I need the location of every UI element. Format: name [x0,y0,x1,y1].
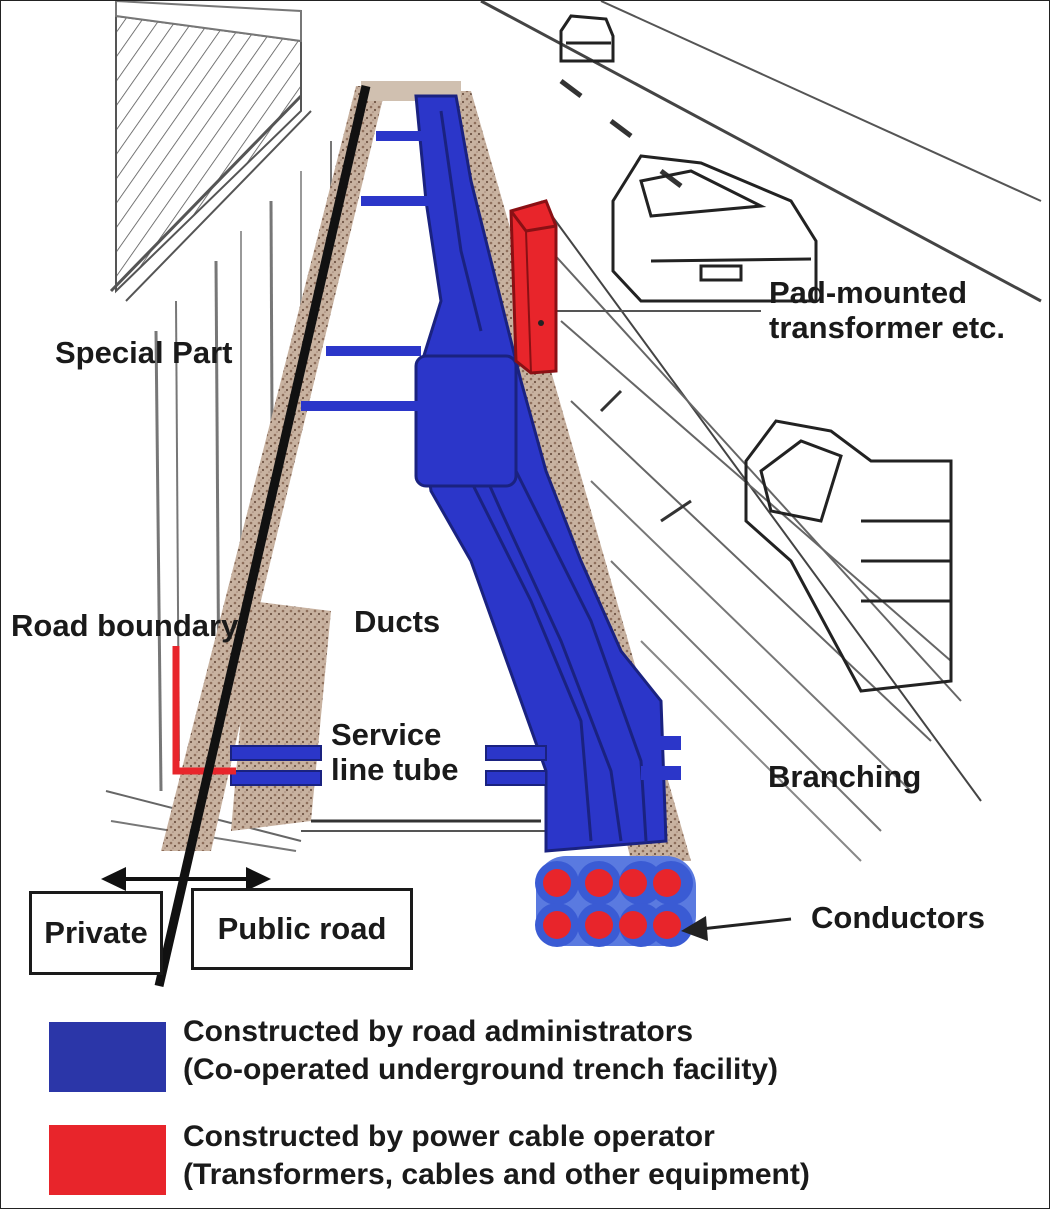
arrow-pointer-icon [681,916,792,941]
road-surface [480,1,1042,862]
box-private: Private [29,891,163,975]
label-ducts: Ducts [354,604,441,639]
car-icon [744,419,953,693]
legend-text-power-cable-operator: Constructed by power cable operator (Tra… [183,1120,810,1192]
legend-swatch-blue [49,1022,166,1092]
legend-swatch-red [49,1125,166,1195]
label-service-line-tube: Service line tube [331,717,459,788]
arrow-left-right-icon [101,867,271,891]
road-boundary-line [154,84,371,988]
label-road-boundary: Road boundary [11,608,239,643]
car-icon [611,154,818,303]
service-cable-red [172,646,236,775]
label-branching: Branching [768,759,922,794]
duct-bank [230,94,681,853]
transformer-box [509,199,558,375]
label-pad-mounted-transformer: Pad-mounted transformer etc. [769,275,1006,346]
label-special-part: Special Part [55,335,233,370]
box-public-road: Public road [191,888,413,970]
legend-text-road-administrators: Constructed by road administrators (Co-o… [183,1015,779,1087]
conductor-bundle-icon [535,856,696,947]
label-conductors: Conductors [811,900,985,935]
car-icon [559,14,615,63]
